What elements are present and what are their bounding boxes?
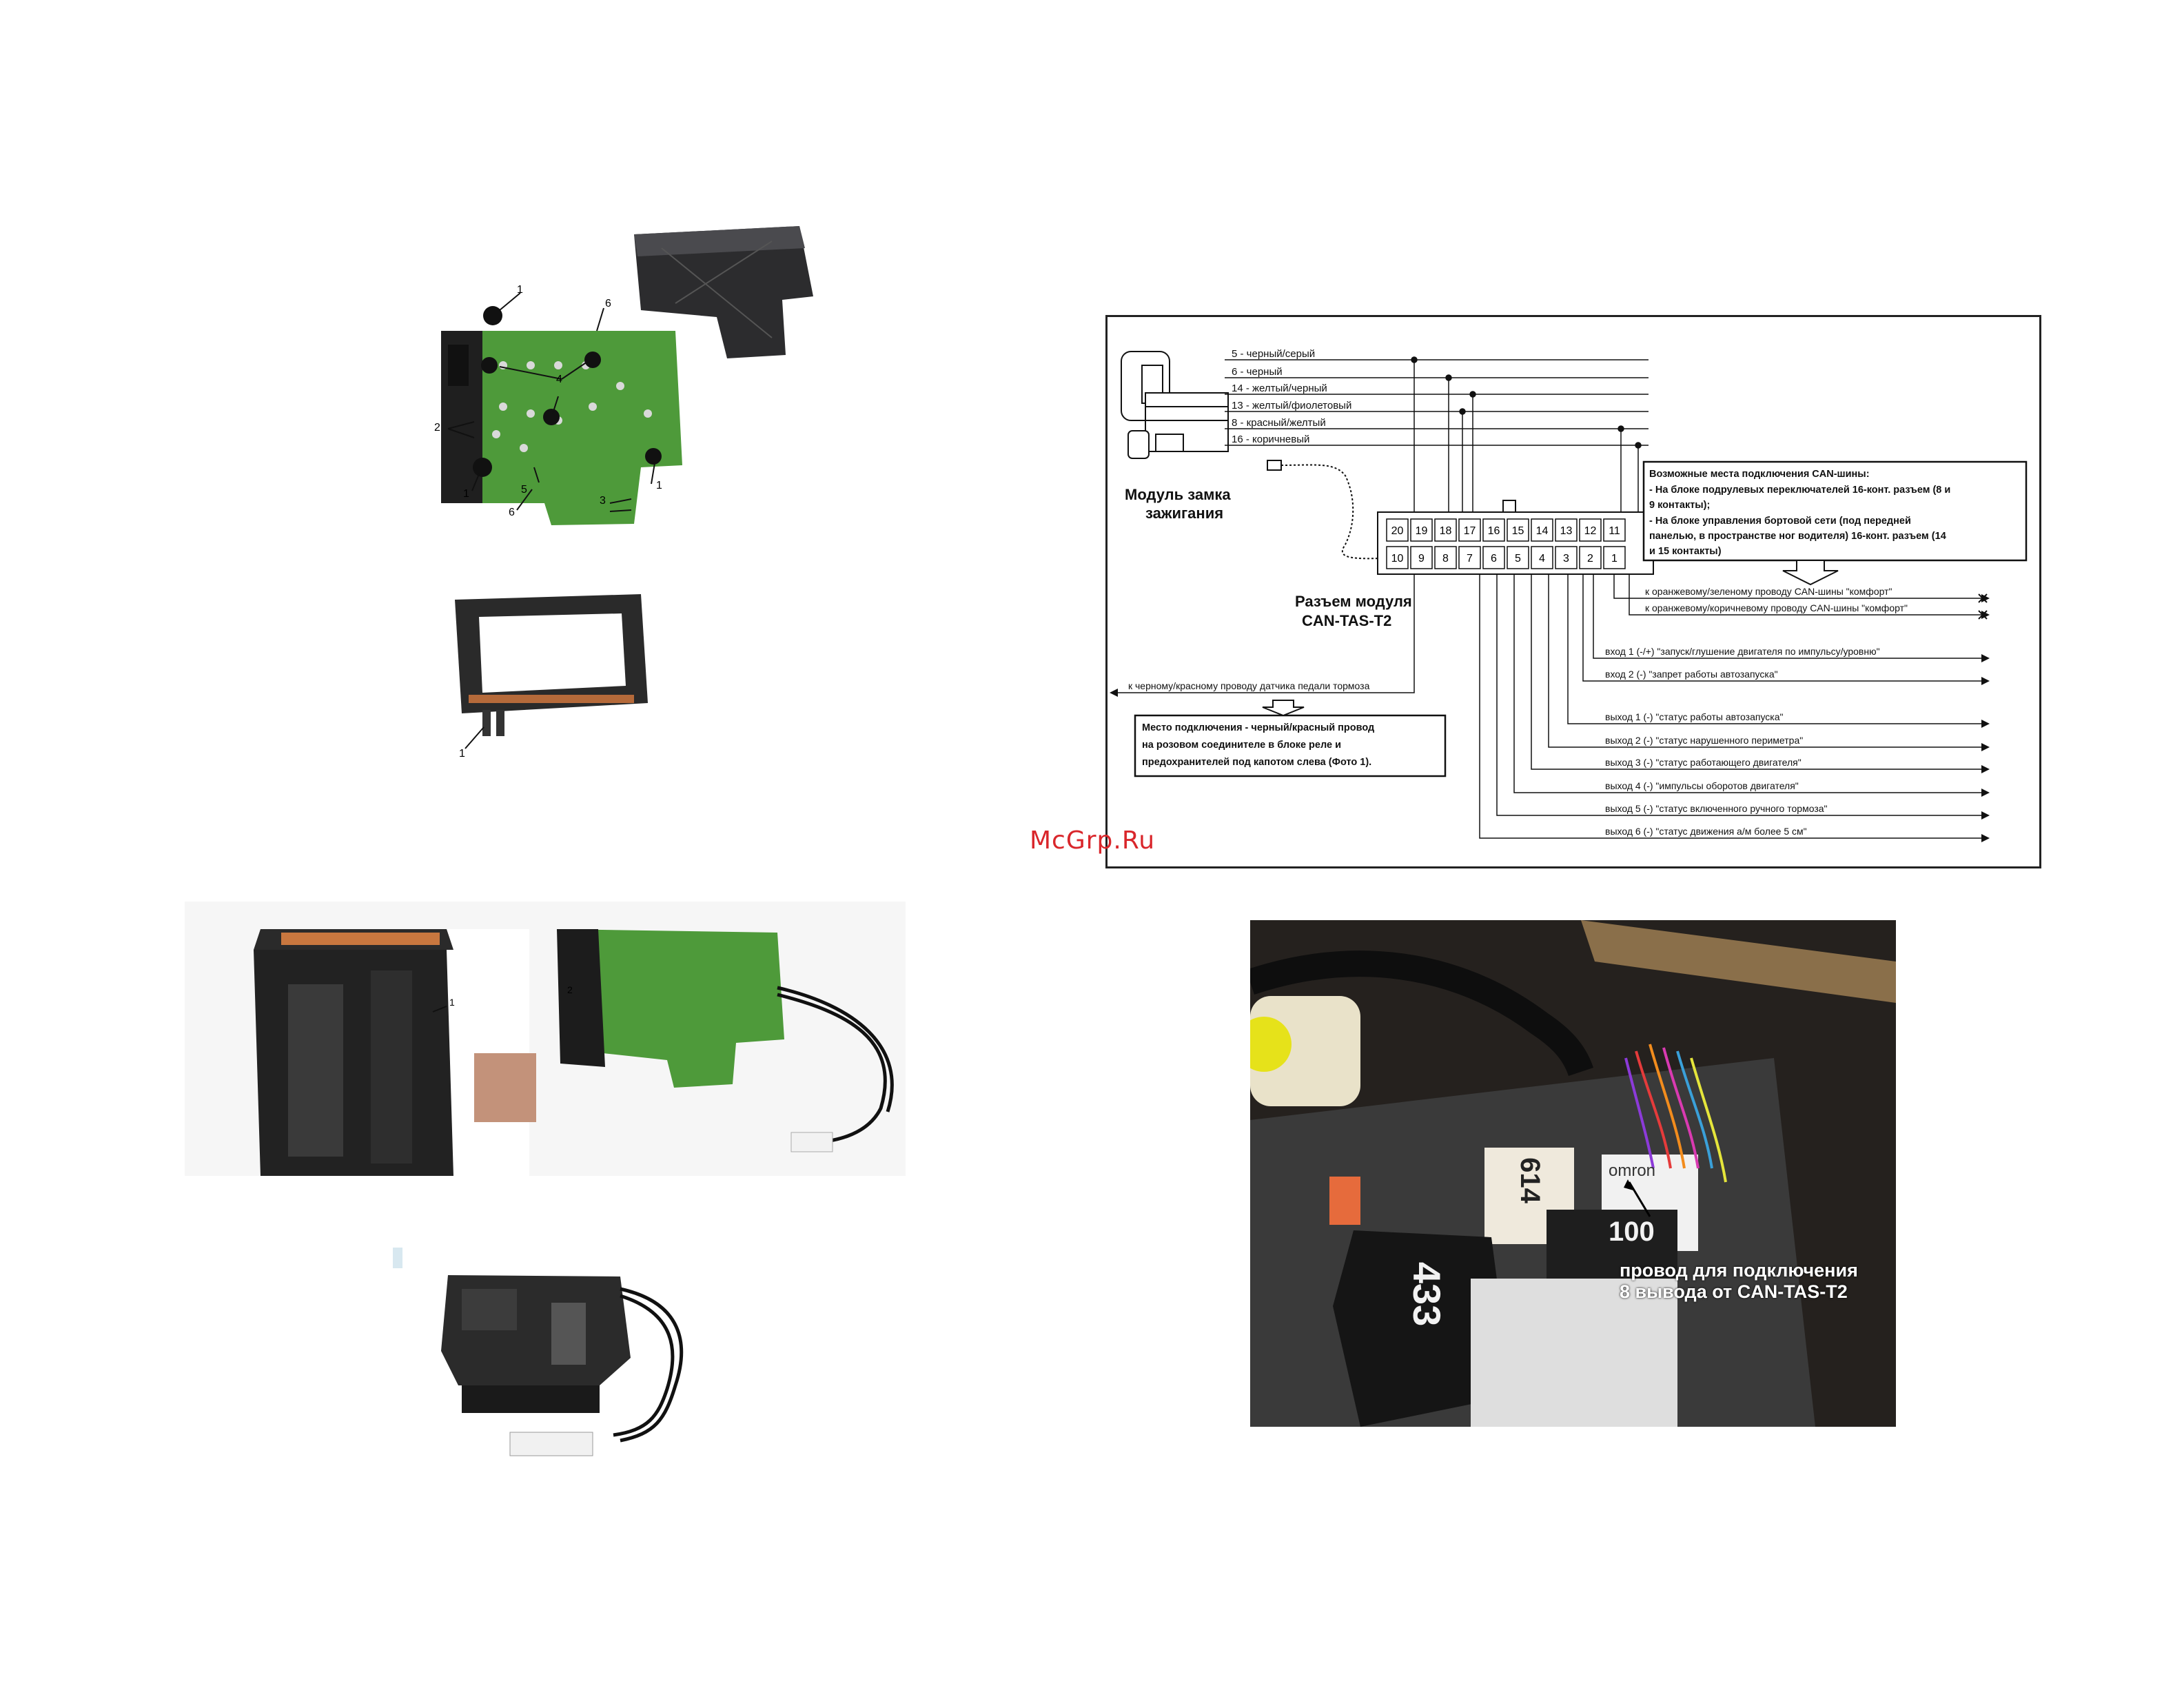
connector-pin-bottom-cell <box>1458 546 1481 569</box>
input-1: вход 1 (-/+) "запуск/глушение двигателя … <box>1605 646 1880 657</box>
brake-line: к черному/красному проводу датчика педал… <box>1128 680 1370 691</box>
photo-engine-bay: 614 omron 100 433 <box>1250 920 1896 1427</box>
connector-pin-top: 12 <box>1584 525 1597 537</box>
connector-pin-top-cell <box>1507 518 1529 542</box>
ignition-module-drawing <box>1121 351 1229 459</box>
callout-1-right: 1 <box>656 480 662 491</box>
connector-pin-top: 20 <box>1391 525 1404 537</box>
output-1: выход 1 (-) "статус работы автозапуска" <box>1605 711 1784 722</box>
engine-caption: провод для подключения 8 вывода от CAN-T… <box>1620 1260 1858 1303</box>
photo-circuit-board: 1 6 4 2 1 5 6 1 3 <box>386 207 841 538</box>
wire-5: 8 - красный/желтый <box>1232 417 1326 429</box>
connector-pin-top: 17 <box>1464 525 1476 537</box>
connector-pin-top: 18 <box>1440 525 1452 537</box>
connector-pin-top: 14 <box>1536 525 1549 537</box>
connector-pin-bottom-cell <box>1555 546 1578 569</box>
connector-pin-top: 15 <box>1512 525 1524 537</box>
relay-614-label: 614 <box>1514 1157 1545 1203</box>
connector-pin-top-cell <box>1458 518 1481 542</box>
brake-box-2: на розовом соединителе в блоке реле и <box>1142 740 1341 751</box>
photo-antenna-coil: 1 <box>441 586 662 765</box>
output-6: выход 6 (-) "статус движения а/м более 5… <box>1605 826 1807 837</box>
callout-1-left: 1 <box>463 488 469 500</box>
connector-pin-bottom-cell <box>1507 546 1529 569</box>
engine-caption-line-1: провод для подключения <box>1620 1260 1858 1281</box>
connector-pin-bottom-cell <box>1531 546 1553 569</box>
connector-pin-bottom: 5 <box>1515 553 1521 565</box>
can-box-line-4: панелью, в пространстве ног водителя) 16… <box>1649 531 1946 542</box>
module-title-2: зажигания <box>1145 505 1223 522</box>
connector-pin-bottom: 9 <box>1418 553 1425 565</box>
callout-4: 4 <box>556 374 562 385</box>
connector-pin-bottom-cell <box>1579 546 1602 569</box>
relay-100-label: 100 <box>1609 1217 1655 1247</box>
connector-pin-top: 16 <box>1488 525 1500 537</box>
connector-pin-top-cell <box>1555 518 1578 542</box>
callout-5: 5 <box>521 484 527 496</box>
connector-pin-top-cell <box>1410 518 1433 542</box>
connector-pin-top-cell <box>1579 518 1602 542</box>
photo-ignition-unit <box>393 1248 703 1475</box>
brake-box-1: Место подключения - черный/красный прово… <box>1142 722 1374 733</box>
wire-6: 16 - коричневый <box>1232 434 1309 445</box>
connector-pin-bottom: 3 <box>1563 553 1569 565</box>
output-2: выход 2 (-) "статус нарушенного периметр… <box>1605 735 1803 746</box>
connector-pin-bottom: 1 <box>1611 553 1617 565</box>
connector-pin-bottom-cell <box>1482 546 1505 569</box>
photo-assembly: 1 2 <box>185 902 906 1176</box>
connector-pin-top: 11 <box>1609 525 1620 537</box>
connector-pin-bottom: 2 <box>1587 553 1593 565</box>
can-box-title: Возможные места подключения CAN-шины: <box>1649 469 1870 480</box>
connector-pin-top-cell <box>1603 518 1626 542</box>
engine-caption-line-2: 8 вывода от CAN-TAS-T2 <box>1620 1281 1848 1302</box>
callout-3: 3 <box>600 495 606 507</box>
connector-pin-top-cell <box>1434 518 1457 542</box>
can-box-line-5: и 15 контакты) <box>1649 546 1722 557</box>
connector-pin-top-cell <box>1386 518 1409 542</box>
watermark: McGrp.Ru <box>1030 826 1156 855</box>
output-4: выход 4 (-) "импульсы оборотов двигателя… <box>1605 780 1799 791</box>
can-box-line-2: 9 контакты); <box>1649 500 1710 511</box>
connector-pin-top: 13 <box>1560 525 1573 537</box>
can-box-line-3: - На блоке управления бортовой сети (под… <box>1649 516 1911 527</box>
connector-pin-bottom-cell <box>1603 546 1626 569</box>
relay-433-label: 433 <box>1405 1261 1449 1327</box>
callout-6-bottom: 6 <box>509 507 515 518</box>
output-5: выход 5 (-) "статус включенного ручного … <box>1605 803 1828 814</box>
connector-pin-top: 19 <box>1416 525 1428 537</box>
connector-pin-bottom-cell <box>1386 546 1409 569</box>
wire-3: 14 - желтый/черный <box>1232 383 1327 394</box>
connector-pin-bottom-cell <box>1434 546 1457 569</box>
can-line-2: к оранжевому/коричневому проводу CAN-шин… <box>1645 602 1908 613</box>
connector-pin-bottom: 4 <box>1539 553 1545 565</box>
callout-assembly-1: 1 <box>449 997 455 1008</box>
module-title-1: Модуль замка <box>1125 486 1231 503</box>
callout-coil-1: 1 <box>459 748 465 760</box>
connector-pin-bottom-cell <box>1410 546 1433 569</box>
connector-pin-bottom: 8 <box>1442 553 1449 565</box>
wire-4: 13 - желтый/фиолетовый <box>1232 400 1351 411</box>
callout-1-top: 1 <box>517 284 523 296</box>
output-3: выход 3 (-) "статус работающего двигател… <box>1605 757 1802 768</box>
wire-1: 5 - черный/серый <box>1232 348 1315 360</box>
callout-2: 2 <box>434 422 440 434</box>
brake-box-3: предохранителей под капотом слева (Фото … <box>1142 757 1371 768</box>
connector-pin-bottom: 10 <box>1391 553 1404 565</box>
input-2: вход 2 (-) "запрет работы автозапуска" <box>1605 669 1778 680</box>
connector-pin-bottom: 7 <box>1467 553 1473 565</box>
wire-2: 6 - черный <box>1232 366 1283 378</box>
can-line-1: к оранжевому/зеленому проводу CAN-шины "… <box>1645 586 1892 597</box>
connector-title-1: Разъем модуля <box>1295 593 1412 610</box>
can-box-line-1: - На блоке подрулевых переключателей 16-… <box>1649 485 1950 496</box>
callout-6-top: 6 <box>605 298 611 309</box>
connector-pin-top-cell <box>1531 518 1553 542</box>
connector-pin-top-cell <box>1482 518 1505 542</box>
connector-title-2: CAN-TAS-T2 <box>1302 612 1391 629</box>
callout-assembly-2: 2 <box>567 984 573 995</box>
relay-brand: omron <box>1609 1161 1656 1180</box>
connector-pin-bottom: 6 <box>1491 553 1497 565</box>
